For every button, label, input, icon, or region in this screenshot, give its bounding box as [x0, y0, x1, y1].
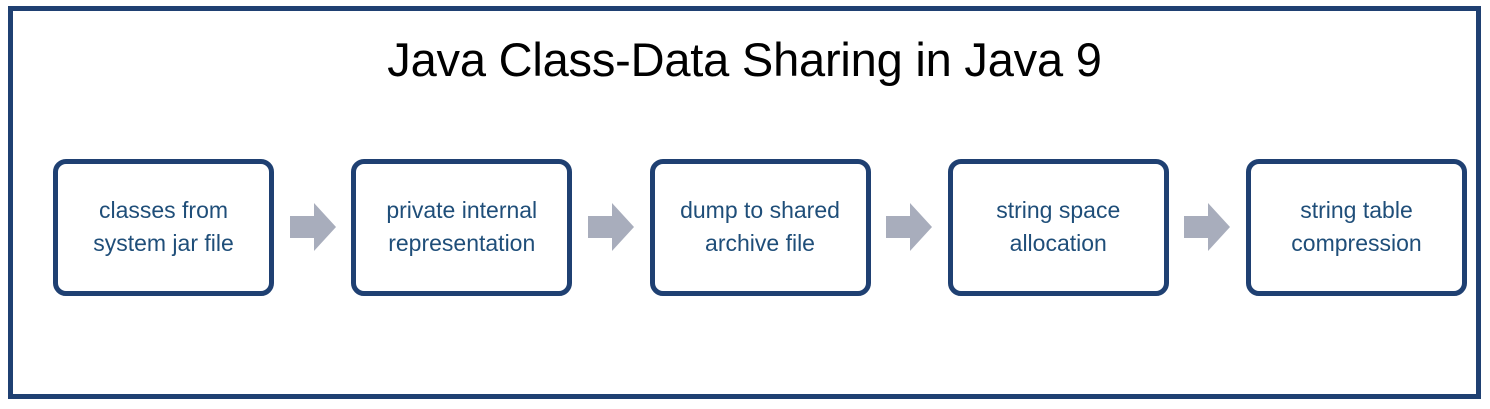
- process-node-1-line1: classes from: [98, 197, 229, 224]
- process-node-4: string space allocation: [947, 158, 1169, 296]
- process-node-3: dump to shared archive file: [649, 158, 871, 296]
- process-node-5-line1: string table: [1300, 197, 1413, 224]
- right-block-arrow-icon: [289, 201, 336, 253]
- process-node-3-line1: dump to shared: [680, 197, 840, 224]
- process-node-2-line2: representation: [388, 230, 536, 256]
- process-node-5: string table compression: [1246, 158, 1467, 296]
- page-title: Java Class-Data Sharing in Java 9: [387, 33, 1102, 86]
- process-flow: classes from system jar file private int…: [53, 157, 1467, 297]
- process-node-5-line2: compression: [1291, 230, 1422, 256]
- diagram-frame: Java Class-Data Sharing in Java 9 classe…: [8, 6, 1481, 399]
- right-block-arrow-icon: [886, 201, 933, 253]
- process-node-3-line2: archive file: [705, 230, 815, 256]
- process-node-2: private internal representation: [351, 158, 573, 296]
- process-node-1: classes from system jar file: [53, 158, 274, 296]
- right-block-arrow-icon: [1184, 201, 1231, 253]
- process-node-2-line1: private internal: [386, 197, 538, 224]
- right-block-arrow-icon: [587, 201, 634, 253]
- process-node-4-line2: allocation: [1009, 230, 1107, 256]
- process-node-4-line1: string space: [996, 197, 1121, 224]
- process-node-1-line2: system jar file: [93, 230, 234, 256]
